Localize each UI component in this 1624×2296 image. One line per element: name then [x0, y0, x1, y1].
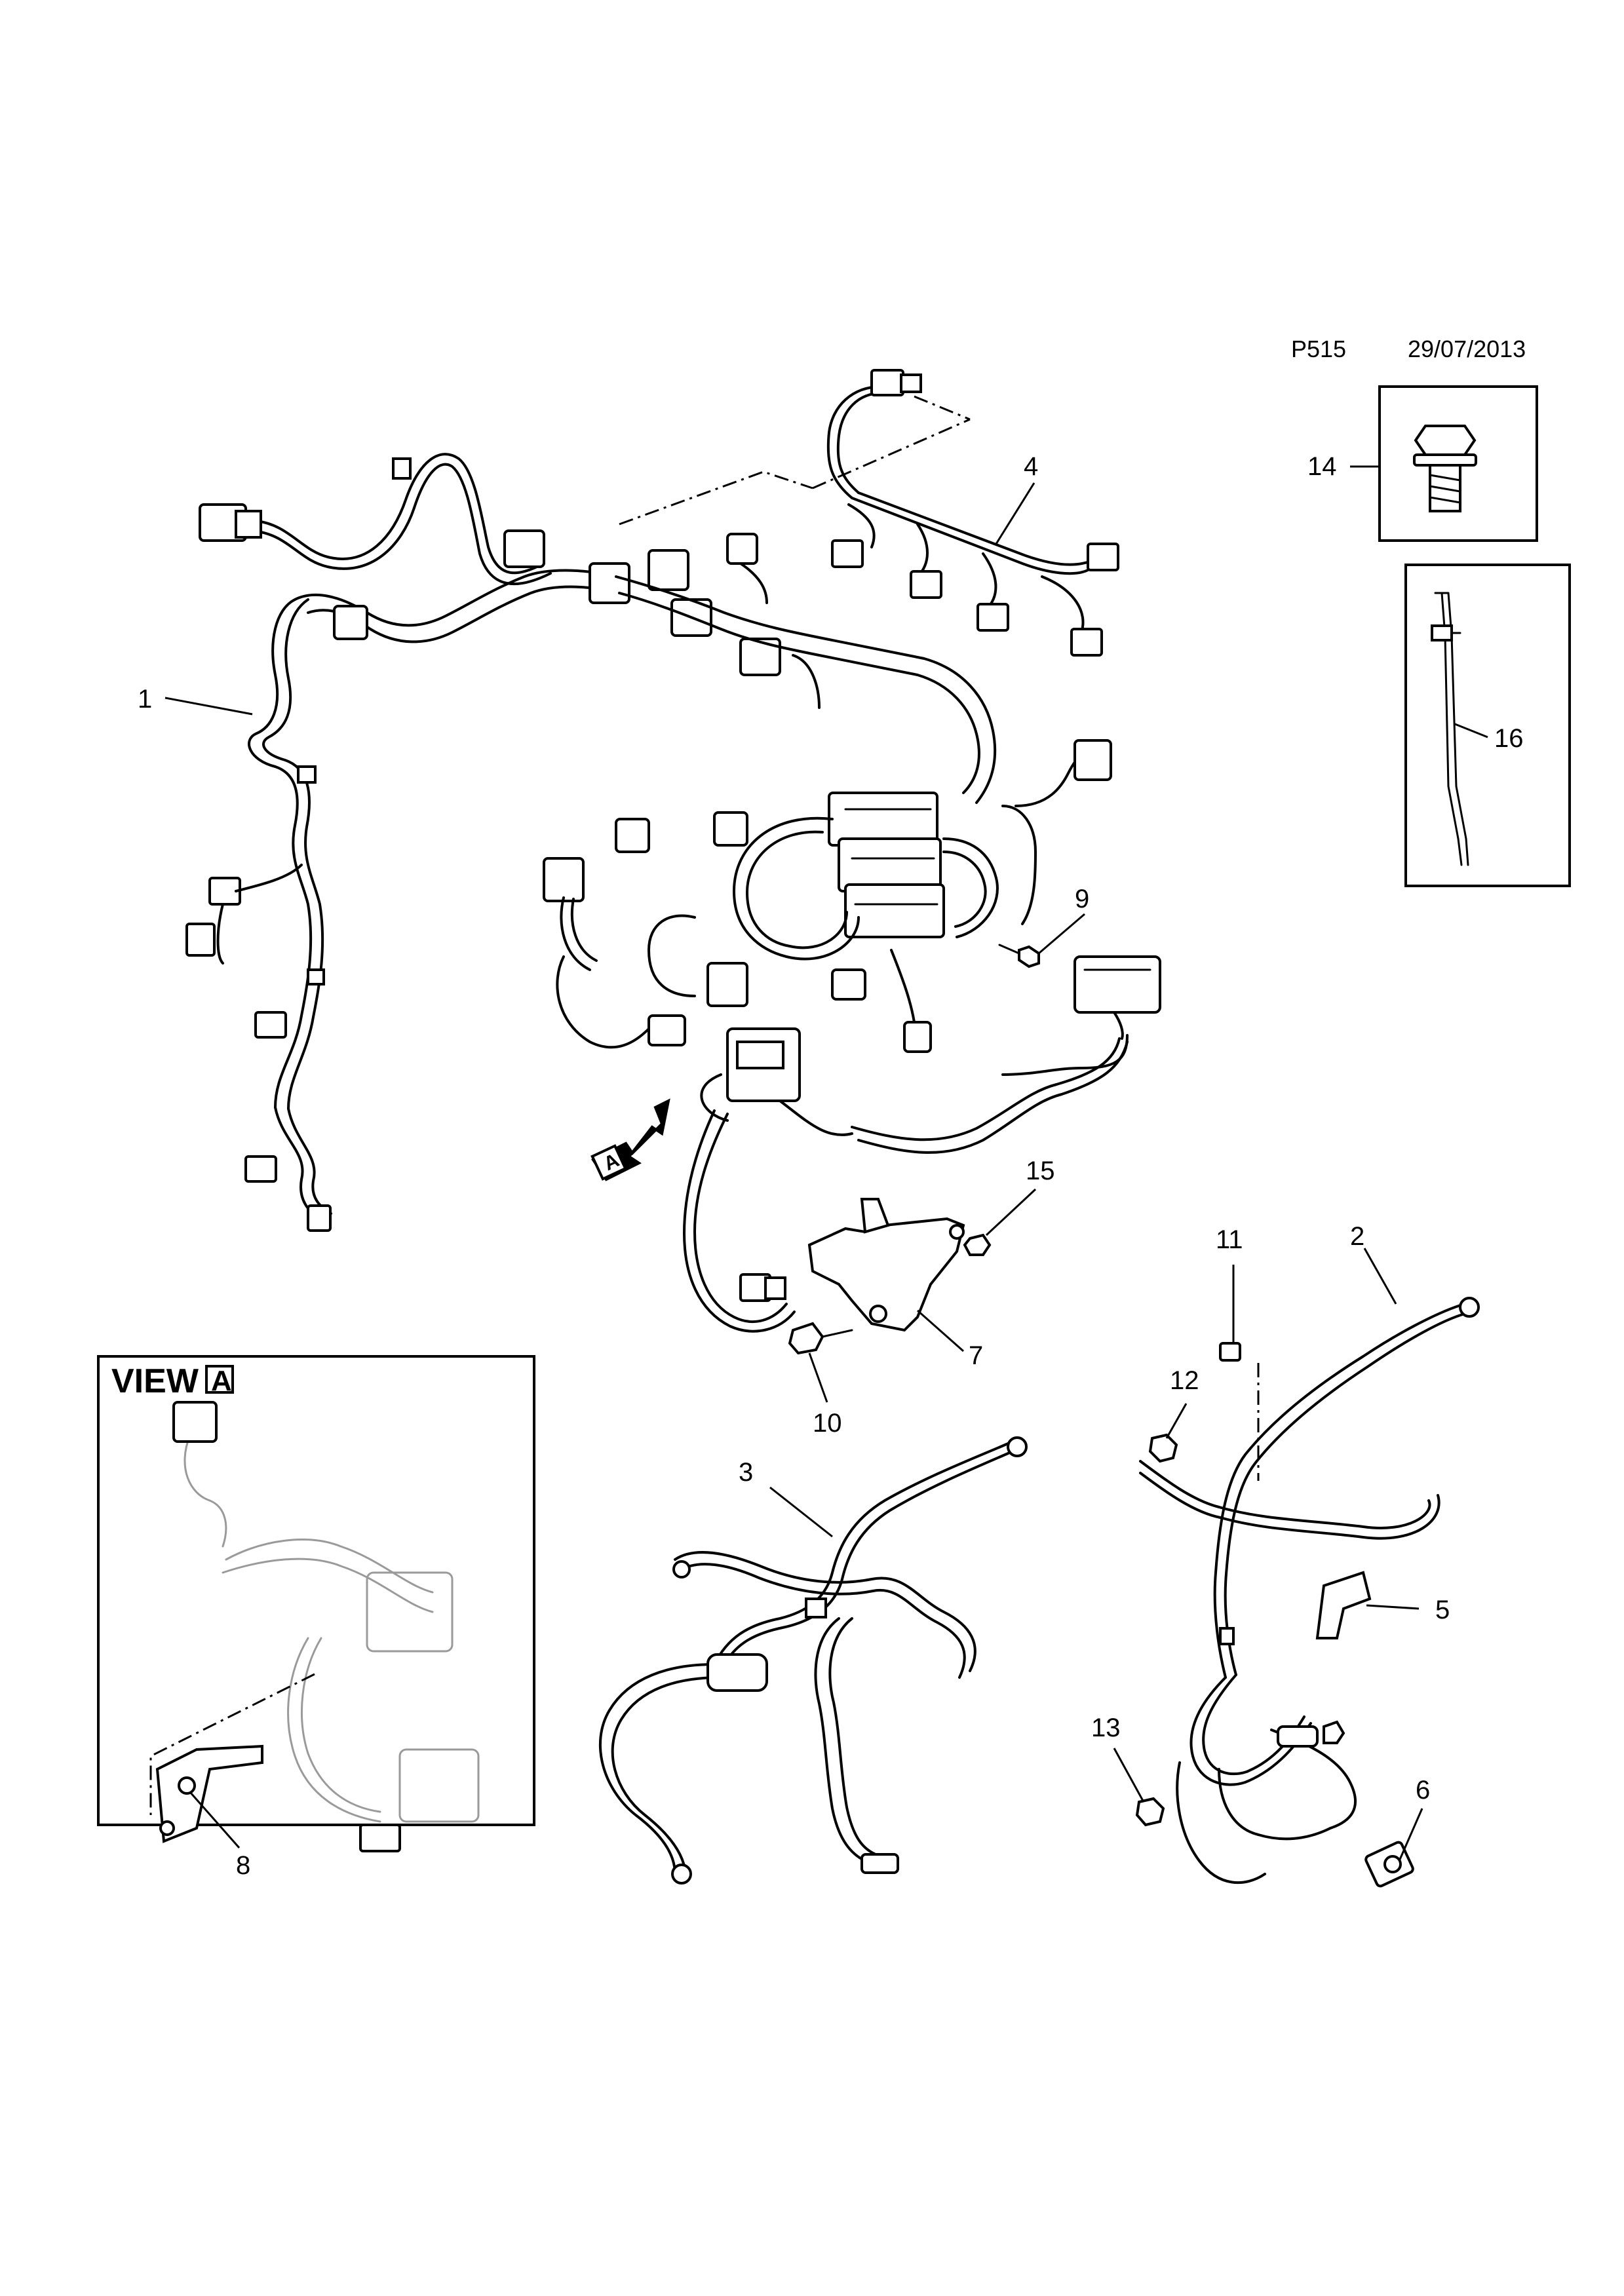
bolt-part-9 [998, 944, 1040, 968]
harness-part-4 [619, 369, 1119, 657]
clip-part-11 [1219, 1342, 1260, 1481]
callout-10: 10 [813, 1409, 842, 1438]
callout-12: 12 [1170, 1366, 1199, 1395]
sensor-part-10 [788, 1322, 853, 1355]
leader-8 [189, 1791, 241, 1848]
leader-7 [917, 1309, 964, 1352]
cable-tie-part-16 [1404, 564, 1571, 887]
callout-16: 16 [1494, 724, 1524, 753]
view-title: VIEW [111, 1362, 199, 1400]
leader-2 [1363, 1248, 1397, 1305]
callout-3: 3 [739, 1458, 753, 1487]
callout-11: 11 [1216, 1225, 1243, 1254]
grommet-part-12 [1148, 1433, 1178, 1463]
view-marker: A [211, 1365, 232, 1397]
callout-6: 6 [1416, 1776, 1430, 1805]
leader-5 [1366, 1604, 1420, 1610]
leader-12 [1165, 1403, 1188, 1439]
leader-10 [808, 1352, 828, 1403]
bolt-part-14 [1378, 385, 1538, 542]
callout-13: 13 [1091, 1713, 1121, 1742]
view-a-box [97, 1355, 535, 1852]
clip-part-13 [1135, 1797, 1165, 1827]
leader-6 [1398, 1808, 1423, 1862]
callout-8: 8 [236, 1851, 250, 1880]
callout-15: 15 [1026, 1157, 1055, 1185]
callout-9: 9 [1075, 885, 1089, 913]
cable-part-3 [599, 1436, 1028, 1885]
callout-4: 4 [1024, 452, 1038, 481]
leader-9 [1038, 913, 1085, 955]
bracket-part-7 [807, 1198, 965, 1332]
cable-part-2 [1139, 1297, 1480, 1888]
page-code: P515 [1291, 335, 1346, 362]
leader-13 [1113, 1748, 1145, 1803]
callout-5: 5 [1435, 1596, 1450, 1624]
nut-part-15 [963, 1233, 992, 1256]
diagram-date: 29/07/2013 [1408, 335, 1526, 362]
leader-15 [985, 1188, 1037, 1236]
leader-3 [769, 1486, 833, 1538]
leader-1 [164, 697, 253, 716]
callout-1: 1 [138, 685, 152, 714]
callout-7: 7 [969, 1341, 983, 1370]
harness-part-1 [185, 453, 1161, 1333]
callout-2: 2 [1350, 1222, 1364, 1251]
leader-16 [1454, 723, 1488, 738]
leader-4 [995, 482, 1035, 545]
callout-14: 14 [1307, 452, 1337, 481]
